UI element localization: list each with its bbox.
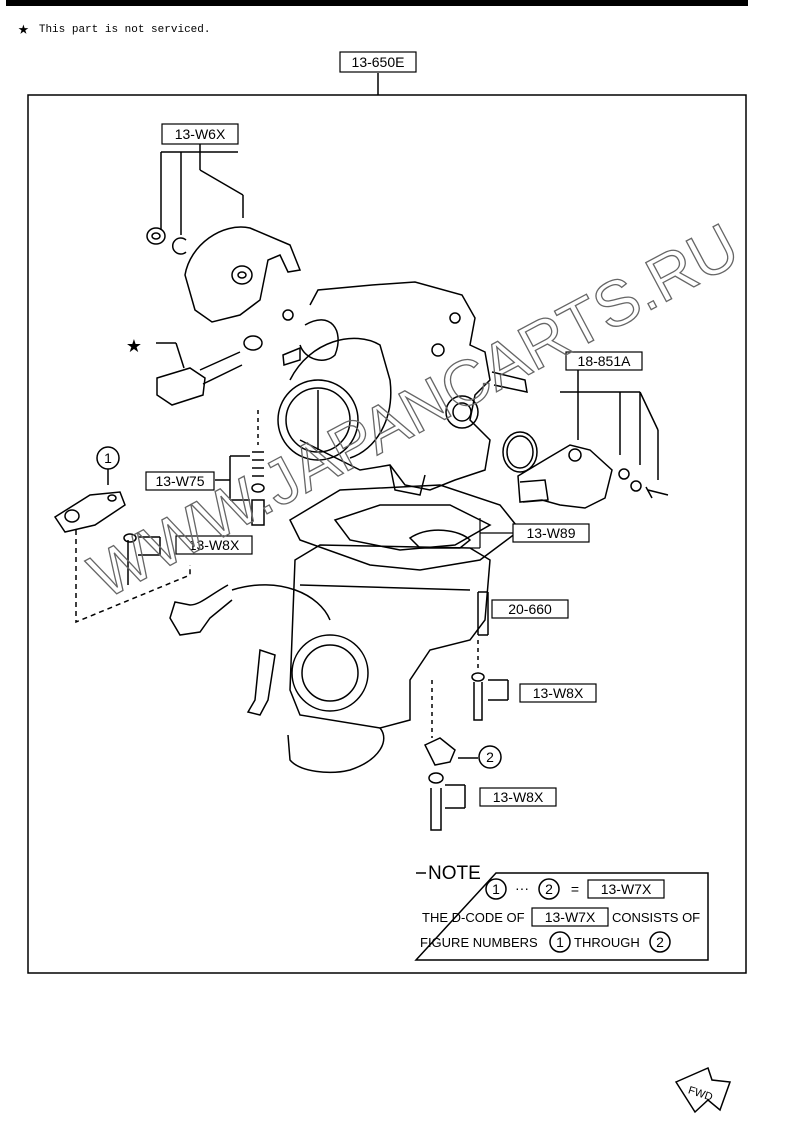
- note-line2-suffix: CONSISTS OF: [612, 910, 700, 925]
- throttle-position-sensor: [517, 444, 613, 509]
- note-box: [414, 872, 709, 961]
- note-figure-1: 1: [492, 881, 500, 897]
- label-13-w8x-c: 13-W8X: [493, 789, 544, 805]
- note-line3-mid: THROUGH: [574, 935, 640, 950]
- label-13-w75: 13-W75: [155, 473, 204, 489]
- fwd-arrow-icon: [674, 1066, 732, 1114]
- star-marker-icon: ★: [126, 336, 142, 356]
- gasket: [289, 484, 522, 571]
- star-icon: ★: [18, 20, 29, 40]
- throttle-bore: [277, 379, 359, 461]
- note-figure-2: 2: [545, 881, 553, 897]
- o-ring: [502, 431, 538, 473]
- throttle-body: [299, 281, 491, 491]
- note-line2-prefix: THE D-CODE OF: [422, 910, 525, 925]
- fwd-label: FWD: [687, 1084, 715, 1103]
- note-line3-figure-2: 2: [656, 934, 664, 950]
- note-line2-code: 13-W7X: [545, 909, 596, 925]
- spring: [252, 451, 264, 477]
- figure-number-2: 2: [486, 749, 494, 765]
- legend-text: This part is not serviced.: [38, 24, 211, 36]
- label-13-w6x: 13-W6X: [175, 126, 226, 142]
- label-13-w89: 13-W89: [526, 525, 575, 541]
- label-assembly: 13-650E: [352, 54, 405, 70]
- label-20-660: 20-660: [508, 601, 552, 617]
- note-dots: ···: [515, 880, 529, 896]
- top-rule: [6, 0, 748, 6]
- label-13-w8x-b: 13-W8X: [533, 685, 584, 701]
- figure-number-1: 1: [104, 450, 112, 466]
- label-18-851a: 18-851A: [578, 353, 632, 369]
- note-line3-prefix: FIGURE NUMBERS: [420, 935, 538, 950]
- note-title: NOTE: [428, 863, 481, 884]
- note-line3-figure-1: 1: [556, 934, 564, 950]
- note-code: 13-W7X: [601, 881, 652, 897]
- nut: [146, 227, 166, 245]
- label-13-w8x-a: 13-W8X: [189, 537, 240, 553]
- clip: [171, 237, 187, 255]
- solenoid: [291, 634, 369, 712]
- assembly-frame: [27, 94, 747, 974]
- adjust-screw-cap: [156, 367, 206, 406]
- note-equals: =: [571, 881, 579, 897]
- legend-line: ★ This part is not serviced.: [18, 18, 210, 40]
- throttle-plate: [184, 226, 302, 323]
- bracket: [53, 491, 126, 533]
